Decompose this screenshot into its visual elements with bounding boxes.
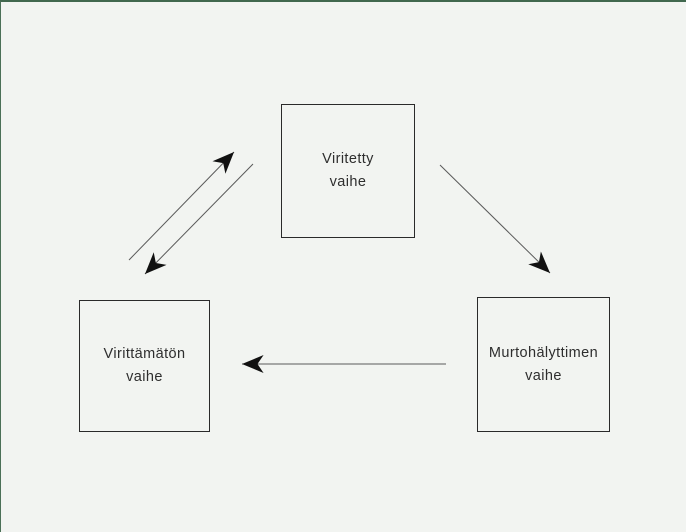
node-disarmed-label-line2: vaihe: [126, 369, 163, 385]
arrow-armed-to-disarmed: [144, 163, 254, 275]
node-burglar-alarm-phase: Murtohälyttimen vaihe: [477, 297, 610, 432]
node-alarm-label-line2: vaihe: [525, 367, 562, 384]
node-alarm-label-line1: Murtohälyttimen: [488, 344, 599, 361]
node-disarmed-label-line1: Virittämätön: [103, 346, 186, 362]
node-armed-phase: Viritetty vaihe: [281, 104, 415, 238]
node-armed-label-line2: vaihe: [329, 174, 367, 190]
arrow-armed-to-alarm: [439, 164, 551, 274]
arrow-disarmed-to-armed: [128, 151, 235, 261]
node-disarmed-phase: Virittämätön vaihe: [79, 300, 210, 432]
node-armed-label-line1: Viritetty: [322, 151, 374, 167]
